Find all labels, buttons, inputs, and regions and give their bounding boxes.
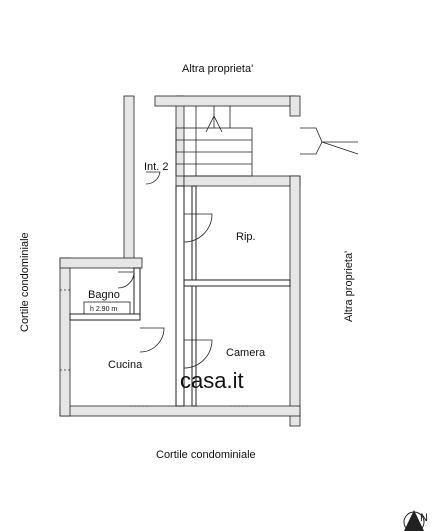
label-north: N xyxy=(420,512,428,524)
label-rip: Rip. xyxy=(236,231,256,243)
watermark: casa.it xyxy=(180,368,244,393)
label-right: Altra proprieta' xyxy=(343,251,355,322)
label-bagno-height: h 2.90 m xyxy=(90,306,117,313)
north-arrow-icon: N xyxy=(403,510,428,531)
external-passage xyxy=(300,127,359,155)
label-camera: Camera xyxy=(226,347,266,359)
label-left: Cortile condominiale xyxy=(19,232,31,332)
label-cucina: Cucina xyxy=(108,359,143,371)
doors xyxy=(60,171,250,407)
label-top: Altra proprieta' xyxy=(182,63,253,75)
staircase xyxy=(175,106,253,177)
label-bagno: Bagno xyxy=(88,289,120,301)
label-entrance: Int. 2 xyxy=(144,161,168,173)
label-bottom: Cortile condominiale xyxy=(156,449,256,461)
bagno-height-box xyxy=(83,301,131,315)
